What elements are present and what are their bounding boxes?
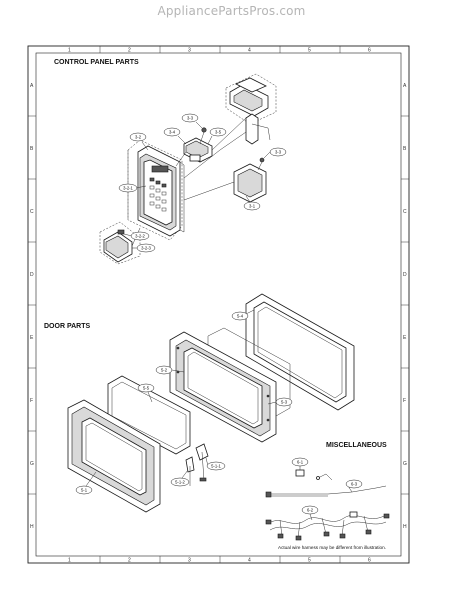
- door-parts-title: DOOR PARTS: [44, 323, 90, 330]
- callout-5-4: 5-4: [231, 309, 255, 321]
- grid-col-1: 1: [68, 48, 71, 54]
- grid-col-4: 4: [248, 48, 251, 54]
- grid-col-5-bottom: 5: [308, 558, 311, 564]
- callout-3-3-top: 3-3: [181, 113, 203, 129]
- callout-3-2-1: 3-2-1: [118, 183, 147, 193]
- drawing-frame-inner: [35, 52, 402, 557]
- svg-text:3-3: 3-3: [275, 150, 282, 155]
- control-panel-assembly: [99, 73, 277, 265]
- callout-3-1: 3-1: [243, 195, 261, 211]
- svg-text:6-3: 6-3: [351, 482, 358, 487]
- door-assembly: [67, 293, 355, 513]
- grid-row-b: B: [30, 146, 34, 152]
- grid-row-d-right: D: [403, 272, 407, 278]
- miscellaneous-title: MISCELLANEOUS: [326, 442, 387, 449]
- svg-text:5-5: 5-5: [143, 386, 150, 391]
- grid-col-4-bottom: 4: [248, 558, 251, 564]
- grid-row-c: C: [30, 209, 34, 215]
- callout-5-1-2: 5-1-2: [170, 469, 190, 487]
- callout-6-1: 6-1: [291, 457, 309, 470]
- callout-5-1: 5-1: [75, 471, 97, 495]
- svg-text:3-2: 3-2: [135, 135, 142, 140]
- callout-3-2: 3-2: [129, 132, 149, 151]
- grid-col-3: 3: [188, 48, 191, 54]
- grid-row-f-right: F: [403, 398, 406, 404]
- svg-text:5-1-1: 5-1-1: [211, 464, 221, 469]
- callout-6-2: 6-2: [301, 505, 319, 521]
- grid-row-g: G: [30, 461, 34, 467]
- grid-row-a: A: [30, 83, 34, 89]
- grid-row-e-right: E: [403, 335, 407, 341]
- svg-text:3-1: 3-1: [249, 204, 256, 209]
- callout-5-3: 5-3: [267, 397, 293, 407]
- svg-text:3-5: 3-5: [215, 130, 222, 135]
- grid-row-h-right: H: [403, 524, 407, 530]
- grid-row-d: D: [30, 272, 34, 278]
- svg-text:5-2: 5-2: [161, 368, 168, 373]
- watermark-text: AppliancePartsPros.com: [157, 4, 306, 18]
- callout-6-3: 6-3: [345, 479, 363, 493]
- grid-col-2: 2: [128, 48, 131, 54]
- grid-col-5: 5: [308, 48, 311, 54]
- callout-5-2: 5-2: [155, 365, 185, 375]
- svg-text:3-2-2: 3-2-2: [135, 234, 145, 239]
- svg-text:3-2-3: 3-2-3: [141, 246, 151, 251]
- grid-row-e: E: [30, 335, 34, 341]
- svg-text:6-1: 6-1: [297, 460, 304, 465]
- grid-col-3-bottom: 3: [188, 558, 191, 564]
- grid-columns-bottom: 1 2 3 4 5 6: [68, 556, 371, 564]
- callout-3-5: 3-5: [207, 127, 227, 145]
- miscellaneous-parts: [265, 469, 390, 541]
- grid-row-h: H: [30, 524, 34, 530]
- control-panel-title: CONTROL PANEL PARTS: [54, 59, 139, 66]
- grid-col-6-bottom: 6: [368, 558, 371, 564]
- grid-row-f: F: [30, 398, 33, 404]
- svg-text:3-2-1: 3-2-1: [123, 186, 133, 191]
- grid-col-6: 6: [368, 48, 371, 54]
- svg-text:5-3: 5-3: [281, 400, 288, 405]
- svg-text:5-1: 5-1: [81, 488, 88, 493]
- harness-note: Actual wire harness may be different fro…: [278, 545, 386, 550]
- callout-3-2-3: 3-2-3: [132, 243, 156, 253]
- callout-5-1-1: 5-1-1: [205, 457, 226, 471]
- svg-text:3-4: 3-4: [169, 130, 176, 135]
- svg-text:3-3: 3-3: [187, 116, 194, 121]
- grid-row-c-right: C: [403, 209, 407, 215]
- callout-3-2-2: 3-2-2: [123, 231, 150, 241]
- callout-3-4: 3-4: [163, 127, 187, 145]
- callout-3-3-right: 3-3: [263, 147, 287, 159]
- callouts: 3-2 3-4 3-3 3-5 3-3 3-2-1: [75, 113, 363, 521]
- svg-text:5-4: 5-4: [237, 314, 244, 319]
- grid-row-g-right: G: [403, 461, 407, 467]
- svg-text:5-1-2: 5-1-2: [175, 480, 185, 485]
- svg-text:6-2: 6-2: [307, 508, 314, 513]
- grid-rows: A B C D E F G H A B C D E F G H: [28, 83, 409, 530]
- grid-columns-top: 1 2 3 4 5 6: [68, 46, 371, 54]
- drawing-frame-outer: [27, 45, 410, 564]
- grid-col-1-bottom: 1: [68, 558, 71, 564]
- grid-col-2-bottom: 2: [128, 558, 131, 564]
- callout-5-5: 5-5: [137, 383, 155, 403]
- grid-row-a-right: A: [403, 83, 407, 89]
- grid-row-b-right: B: [403, 146, 407, 152]
